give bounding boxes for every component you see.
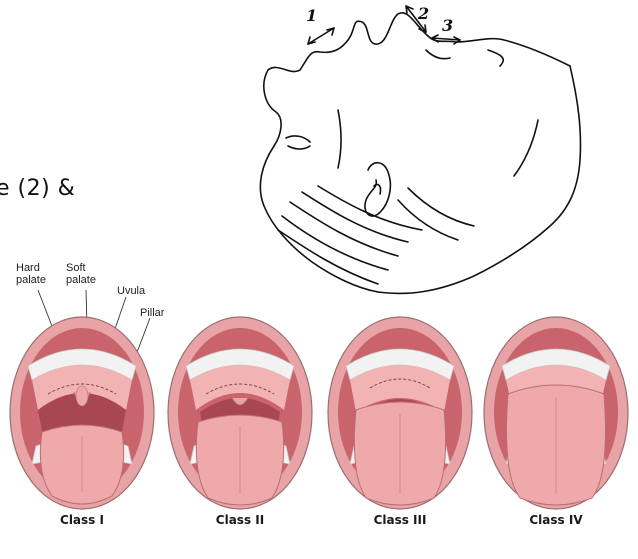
mallampati-class-2-mouth bbox=[166, 314, 314, 512]
class-1-label: Class I bbox=[22, 513, 142, 527]
class-3-label: Class III bbox=[340, 513, 460, 527]
class-4-label: Class IV bbox=[496, 513, 616, 527]
mallampati-class-4-mouth bbox=[482, 314, 630, 512]
mallampati-class-1-mouth bbox=[8, 314, 156, 512]
mallampati-class-3-mouth bbox=[326, 314, 474, 512]
class-2-label: Class II bbox=[180, 513, 300, 527]
